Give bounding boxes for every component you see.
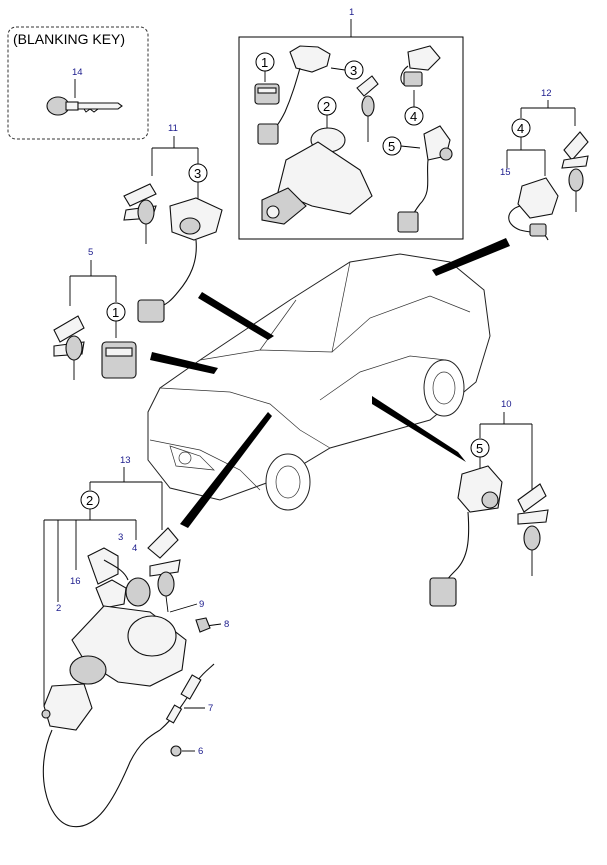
part-label-14: 14 (72, 67, 83, 78)
group-label-11: 11 (168, 123, 178, 134)
door-lock-assembly-icon (429, 465, 503, 607)
part-label-8: 8 (224, 619, 229, 630)
pointers (150, 238, 510, 528)
door-key-icon-2 (517, 483, 549, 576)
key-icon (356, 75, 379, 142)
blanking-key-box: (BLANKING KEY) 14 (7, 26, 149, 140)
illumination-lock-icon (137, 197, 223, 323)
circled-3-a: 3 (350, 63, 357, 78)
circled-2-b: 2 (86, 493, 93, 508)
ignition-lock-assembly-icon (261, 127, 373, 225)
part-label-4: 4 (132, 543, 137, 554)
trunk-lock-small-icon (400, 45, 441, 87)
circled-1-b: 1 (112, 305, 119, 320)
circled-3-b: 3 (194, 166, 201, 181)
circled-1-a: 1 (261, 55, 268, 70)
ignition-key-icon-2 (147, 527, 181, 613)
key-cylinder-blank-icon (254, 83, 280, 105)
blanking-key-title: (BLANKING KEY) (13, 31, 125, 47)
circled-5-a: 5 (388, 139, 395, 154)
group-1: 1 1 3 2 (238, 7, 464, 240)
lock-cylinder-icon (101, 341, 137, 379)
trunk-key-icon (561, 131, 589, 212)
cable-icon (42, 663, 215, 828)
group-5: 5 1 (53, 247, 137, 380)
ignition-key-icon (123, 183, 157, 244)
ignition-cylinder-icon (87, 547, 151, 609)
illumination-ring-icon (257, 45, 331, 145)
part-label-9: 9 (199, 599, 204, 610)
part-label-3: 3 (118, 532, 123, 543)
trunk-lock-assembly-icon (508, 177, 559, 241)
group-11: 11 3 (123, 123, 223, 323)
door-lock-icon (397, 125, 453, 233)
group-label-12: 12 (541, 88, 552, 99)
part-label-6: 6 (198, 746, 203, 757)
circled-4-b: 4 (517, 121, 524, 136)
group-12: 12 4 15 (500, 88, 589, 241)
circled-5-b: 5 (476, 441, 483, 456)
steering-lock-body-icon (41, 605, 187, 731)
group-label-5: 5 (88, 247, 93, 258)
circled-2-a: 2 (323, 99, 330, 114)
part-label-15: 15 (500, 167, 511, 178)
group-13: 13 2 3 4 16 2 (41, 455, 229, 828)
circled-4-a: 4 (410, 109, 417, 124)
group-label-1: 1 (349, 7, 354, 18)
group-label-10: 10 (501, 399, 512, 410)
door-key-icon (53, 315, 85, 380)
group-10: 10 5 (429, 399, 549, 607)
car-illustration (147, 253, 491, 511)
part-label-7: 7 (208, 703, 213, 714)
part-label-2: 2 (56, 603, 61, 614)
group-label-13: 13 (120, 455, 131, 466)
blanking-key-icon (46, 96, 123, 116)
part-label-16: 16 (70, 576, 81, 587)
